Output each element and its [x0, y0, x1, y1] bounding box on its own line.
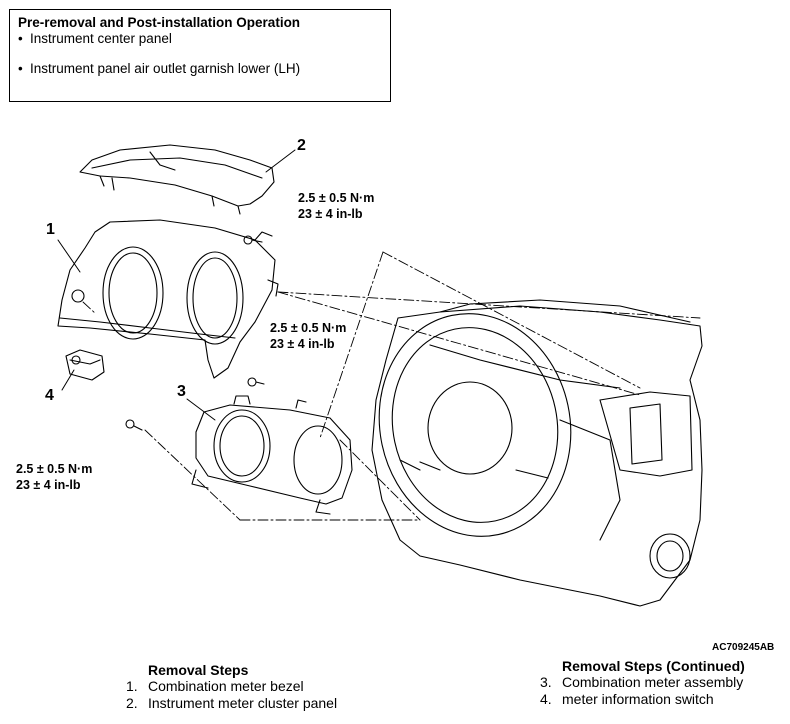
step-row: 2. Instrument meter cluster panel [114, 695, 337, 712]
torque-nm: 2.5 ± 0.5 N·m [270, 321, 347, 335]
step-text: Instrument meter cluster panel [148, 695, 338, 711]
step-text: Combination meter assembly [562, 674, 744, 690]
callout-3: 3 [177, 383, 186, 400]
bolt-upper [243, 235, 263, 245]
bolt-lower [125, 419, 143, 431]
part-4-info-switch [65, 349, 105, 381]
part-1-meter-bezel [57, 219, 279, 379]
torque-spec-lower: 2.5 ± 0.5 N·m 23 ± 4 in-lb [16, 461, 92, 493]
steering-wheel [378, 313, 572, 537]
pre-removal-item: Instrument center panel [18, 31, 382, 47]
step-text: meter information switch [562, 691, 714, 707]
torque-spec-middle: 2.5 ± 0.5 N·m 23 ± 4 in-lb [270, 320, 346, 352]
torque-nm: 2.5 ± 0.5 N·m [298, 191, 375, 205]
torque-spec-upper: 2.5 ± 0.5 N·m 23 ± 4 in-lb [298, 190, 374, 222]
step-number: 4. [540, 691, 552, 707]
removal-steps: Removal Steps 1. Combination meter bezel… [114, 662, 337, 712]
step-row: 3. Combination meter assembly [528, 674, 745, 691]
bolt-middle [247, 377, 265, 387]
step-text: Combination meter bezel [148, 678, 304, 694]
removal-steps-continued-title: Removal Steps (Continued) [562, 658, 745, 674]
torque-inlb: 23 ± 4 in-lb [16, 478, 81, 492]
step-number: 1. [126, 678, 138, 694]
leader-lines [82, 251, 701, 521]
figure-code: AC709245AB [712, 642, 775, 653]
part-2-cluster-panel [79, 144, 275, 215]
dashboard [371, 299, 703, 607]
step-number: 2. [126, 695, 138, 711]
step-row: 4. meter information switch [528, 691, 745, 708]
torque-nm: 2.5 ± 0.5 N·m [16, 462, 93, 476]
pre-removal-title: Pre-removal and Post-installation Operat… [18, 15, 301, 30]
torque-inlb: 23 ± 4 in-lb [270, 337, 335, 351]
removal-steps-title: Removal Steps [148, 662, 249, 678]
callout-leaders [57, 149, 296, 421]
part-3-meter-assembly [191, 395, 353, 515]
pre-removal-box: Pre-removal and Post-installation Operat… [9, 9, 391, 102]
torque-inlb: 23 ± 4 in-lb [298, 207, 363, 221]
step-row: 1. Combination meter bezel [114, 678, 337, 695]
pre-removal-item: Instrument panel air outlet garnish lowe… [18, 61, 382, 77]
removal-steps-continued: Removal Steps (Continued) 3. Combination… [528, 658, 745, 708]
callout-1: 1 [46, 221, 55, 238]
callout-2: 2 [297, 137, 306, 154]
callout-4: 4 [45, 387, 54, 404]
step-number: 3. [540, 674, 552, 690]
